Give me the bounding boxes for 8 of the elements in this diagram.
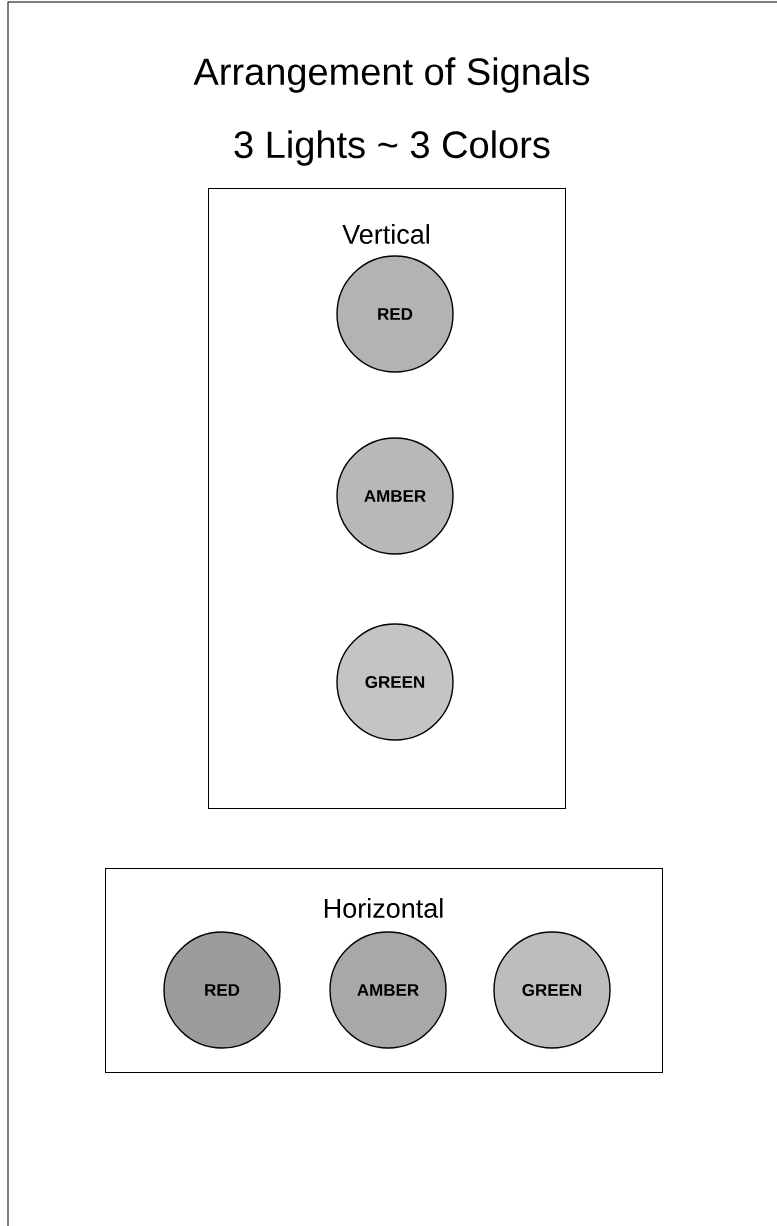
signal-light: AMBER — [336, 437, 454, 555]
signal-light: AMBER — [329, 931, 447, 1049]
subtitle: 3 Lights ~ 3 Colors — [234, 130, 550, 166]
signal-light: RED — [336, 255, 454, 373]
signal-light: RED — [163, 931, 281, 1049]
signal-light: GREEN — [493, 931, 611, 1049]
title: Arrangement of Signals — [193, 57, 590, 93]
signal-light: GREEN — [336, 623, 454, 741]
